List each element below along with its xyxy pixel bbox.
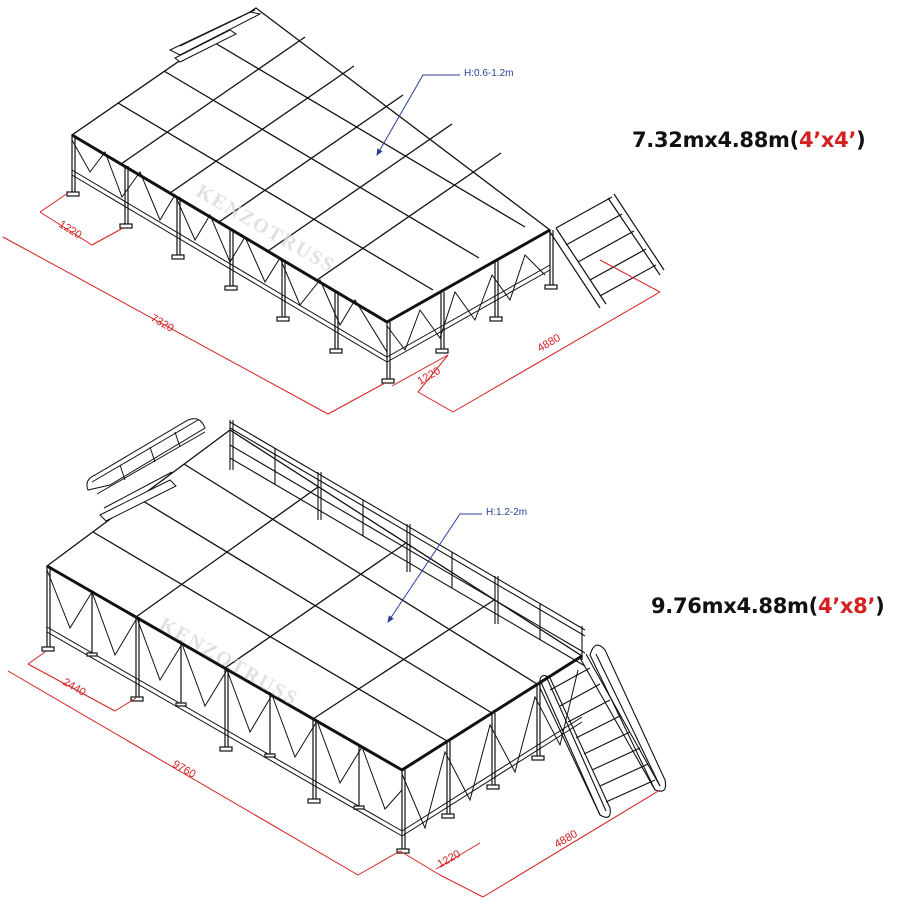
dim-small-panel: 1220 [56, 218, 83, 241]
dim-large-panel: 2440 [61, 676, 88, 699]
spec-size-large: 9.76mx4.88m( [651, 594, 818, 618]
front-truss-right [386, 228, 551, 363]
dim-small-depth-panel: 1220 [416, 365, 443, 388]
spec-label-small: 7.32mx4.88m(4’x4’) [632, 128, 866, 152]
stage-small-drawing [66, 7, 665, 384]
stage-large-drawing [41, 418, 667, 854]
stairs-right [549, 193, 665, 309]
spec-size-small: 7.32mx4.88m( [632, 128, 799, 152]
spec-end-large: ) [875, 594, 885, 618]
dim-large-depth-panel: 1220 [436, 848, 463, 871]
dim-small-length: 7320 [149, 312, 176, 335]
height-note-small: H:0.6-1.2m [464, 68, 514, 79]
stage-large-dimensions [7, 651, 661, 898]
legs [66, 135, 558, 384]
spec-panel-large: 4’x8’ [817, 594, 876, 618]
stage-small-dimensions [2, 192, 661, 415]
dim-large-length: 9760 [171, 758, 198, 781]
spec-label-large: 9.76mx4.88m(4’x8’) [651, 594, 885, 618]
guard-rail [229, 420, 586, 667]
stairs-right-large [539, 644, 667, 818]
deck-grid [70, 7, 552, 323]
spec-end-small: ) [856, 128, 866, 152]
spec-panel-small: 4’x4’ [798, 128, 857, 152]
height-note-large: H:1.2-2m [486, 507, 528, 518]
height-leader-small [376, 74, 460, 156]
stairs-back-large [86, 418, 206, 522]
height-leader-large [387, 513, 482, 623]
legs-large [41, 566, 545, 854]
stairs-back [168, 9, 262, 63]
